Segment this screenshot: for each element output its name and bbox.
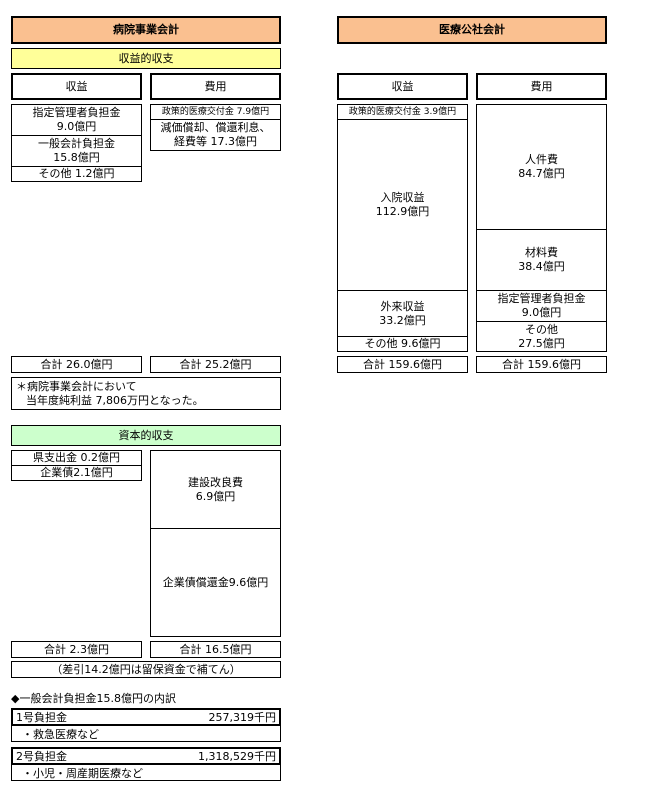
capital-shortfall-note: （差引14.2億円は留保資金で補てん） — [11, 661, 281, 678]
capital-section-header: 資本的収支 — [11, 425, 281, 446]
income-general-account-charge: 一般会計負担金 15.8億円 — [11, 135, 142, 167]
corp-expense-designated-manager: 指定管理者負担金 9.0億円 — [476, 290, 607, 322]
breakdown-row-2: 2号負担金 1,318,529千円 — [11, 747, 281, 765]
corp-expense-header: 費用 — [476, 73, 607, 100]
hospital-account-title: 病院事業会計 — [11, 16, 281, 44]
breakdown-detail-2: ・小児・周産期医療など — [11, 764, 281, 781]
breakdown-title: ◆一般会計負担金15.8億円の内訳 — [11, 692, 176, 705]
hospital-income-total: 合計 26.0億円 — [11, 356, 142, 373]
income-designated-manager-charge: 指定管理者負担金 9.0億円 — [11, 104, 142, 136]
corp-income-other: その他 9.6億円 — [337, 336, 468, 352]
income-other: その他 1.2億円 — [11, 166, 142, 182]
capital-income-total: 合計 2.3億円 — [11, 641, 142, 658]
corp-income-policy-grant: 政策的医療交付金 3.9億円 — [337, 104, 468, 120]
breakdown-row-1: 1号負担金 257,319千円 — [11, 708, 281, 726]
corp-income-total: 合計 159.6億円 — [337, 356, 468, 373]
corp-expense-other: その他 27.5億円 — [476, 321, 607, 352]
capital-expense-total: 合計 16.5億円 — [150, 641, 281, 658]
hospital-expense-header: 費用 — [150, 73, 281, 100]
expense-policy-medical-grant: 政策的医療交付金 7.9億円 — [150, 104, 281, 120]
capital-expense-construction: 建設改良費 6.9億円 — [150, 450, 281, 529]
breakdown-detail-1: ・救急医療など — [11, 725, 281, 742]
corp-expense-personnel: 人件費 84.7億円 — [476, 104, 607, 230]
hospital-income-header: 収益 — [11, 73, 142, 100]
net-profit-note: ＊病院事業会計において 当年度純利益 7,806万円となった。 — [11, 377, 281, 410]
corp-income-inpatient: 入院収益 112.9億円 — [337, 119, 468, 291]
capital-income-bonds: 企業債2.1億円 — [11, 465, 142, 481]
capital-expense-bond-redemption: 企業債償還金9.6億円 — [150, 528, 281, 637]
capital-income-prefecture: 県支出金 0.2億円 — [11, 450, 142, 466]
corp-income-outpatient: 外来収益 33.2億円 — [337, 290, 468, 337]
hospital-expense-total: 合計 25.2億円 — [150, 356, 281, 373]
revenue-section-header: 収益的収支 — [11, 48, 281, 69]
corp-income-header: 収益 — [337, 73, 468, 100]
corp-expense-materials: 材料費 38.4億円 — [476, 229, 607, 291]
expense-depreciation-etc: 減価償却、償還利息、 経費等 17.3億円 — [150, 119, 281, 151]
corp-account-title: 医療公社会計 — [337, 16, 607, 44]
corp-expense-total: 合計 159.6億円 — [476, 356, 607, 373]
